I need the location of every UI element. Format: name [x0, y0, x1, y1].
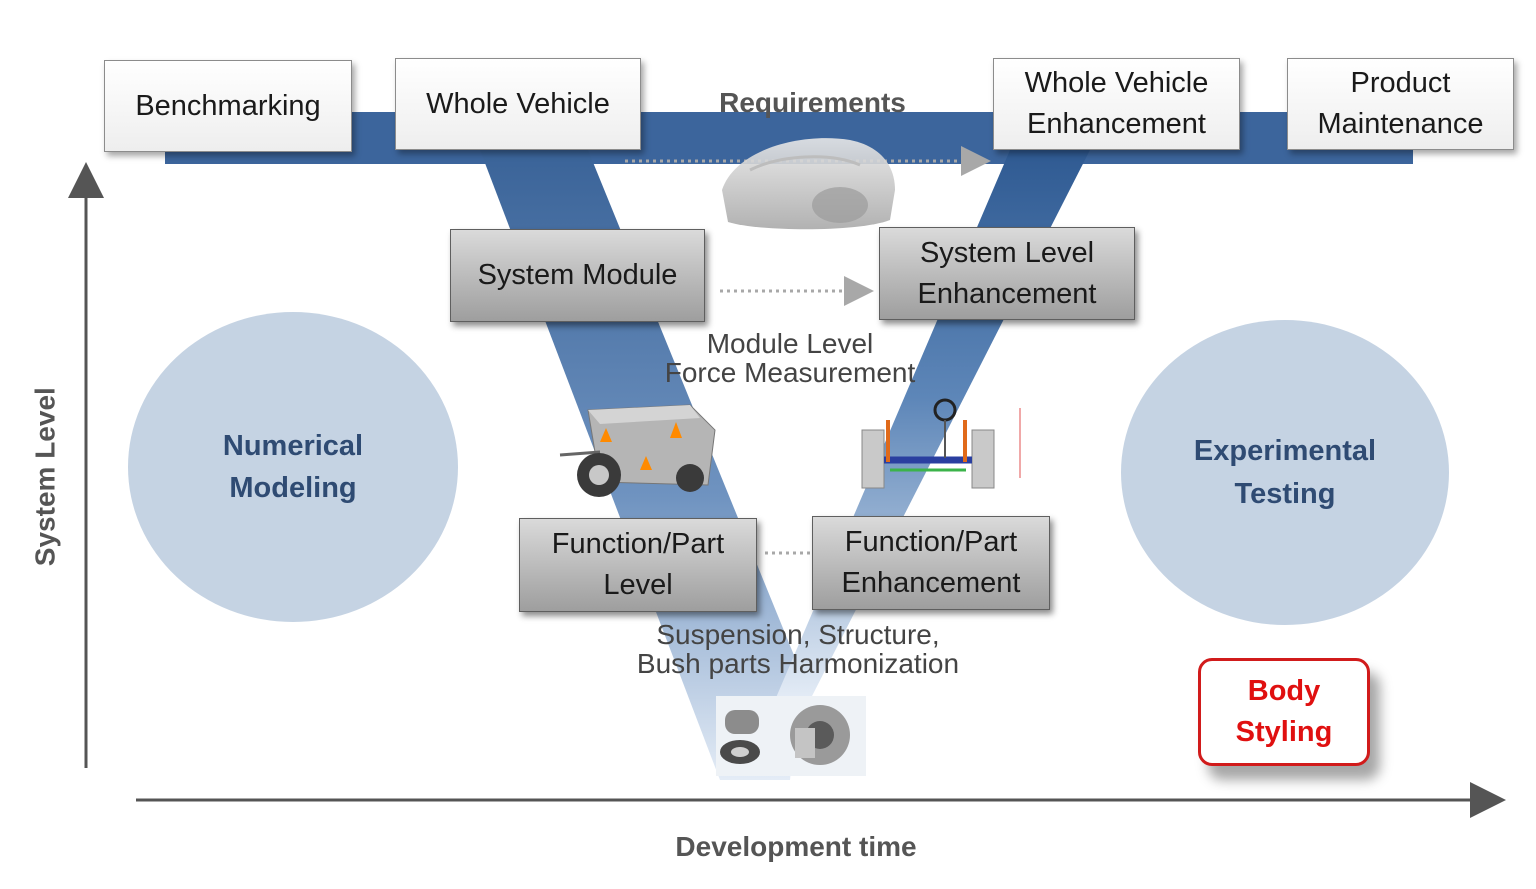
whole-vehicle-enhancement-box: Whole Vehicle Enhancement	[993, 58, 1240, 150]
numerical-modeling-line2: Modeling	[229, 472, 357, 504]
module-level-note: Module Level Force Measurement	[610, 329, 970, 388]
whole-vehicle-label: Whole Vehicle	[426, 87, 610, 120]
harmonization-note: Suspension, Structure, Bush parts Harmon…	[588, 620, 1008, 679]
function-part-level-line1: Function/Part	[551, 528, 725, 561]
system-level-enhancement-line1: System Level	[919, 236, 1095, 269]
function-part-level-line2: Level	[603, 569, 673, 601]
experimental-testing-ellipse: Experimental Testing	[1121, 320, 1449, 625]
system-module-label: System Module	[477, 259, 678, 292]
harmonization-line2: Bush parts Harmonization	[636, 648, 960, 680]
product-maintenance-box: Product Maintenance	[1287, 58, 1514, 150]
function-part-enhancement-line1: Function/Part	[844, 526, 1018, 559]
function-part-enhancement-line2: Enhancement	[841, 567, 1021, 599]
whole-vehicle-enhancement-line1: Whole Vehicle	[1024, 67, 1209, 100]
function-part-enhancement-box: Function/Part Enhancement	[812, 516, 1050, 610]
module-level-line1: Module Level	[706, 328, 874, 359]
bushing-parts-icon	[716, 696, 866, 776]
system-level-enhancement-box: System Level Enhancement	[879, 227, 1135, 320]
product-maintenance-line2: Maintenance	[1317, 108, 1484, 140]
body-styling-line2: Styling	[1235, 716, 1333, 748]
numerical-modeling-ellipse: Numerical Modeling	[128, 312, 458, 622]
product-maintenance-line1: Product	[1350, 67, 1451, 100]
harmonization-line1: Suspension, Structure,	[656, 619, 940, 650]
system-level-enhancement-line2: Enhancement	[917, 277, 1097, 310]
body-styling-line1: Body	[1247, 674, 1321, 707]
module-level-line2: Force Measurement	[664, 357, 916, 389]
function-part-level-box: Function/Part Level	[519, 518, 757, 612]
whole-vehicle-box: Whole Vehicle	[395, 58, 641, 150]
requirements-label: Requirements	[719, 87, 906, 118]
suspension-rig-icon	[861, 398, 1021, 489]
benchmarking-label: Benchmarking	[135, 89, 321, 122]
car-silhouette-icon	[722, 138, 895, 230]
numerical-modeling-line1: Numerical	[222, 429, 364, 462]
experimental-testing-line1: Experimental	[1193, 435, 1377, 468]
experimental-testing-line2: Testing	[1234, 477, 1336, 510]
benchmarking-box: Benchmarking	[104, 60, 352, 152]
x-axis-label: Development time	[675, 831, 917, 862]
y-axis-label: System Level	[29, 387, 61, 567]
system-module-box: System Module	[450, 229, 705, 322]
body-styling-badge: Body Styling	[1198, 658, 1370, 766]
whole-vehicle-enhancement-line2: Enhancement	[1027, 108, 1206, 140]
trailer-rig-icon	[559, 404, 716, 497]
